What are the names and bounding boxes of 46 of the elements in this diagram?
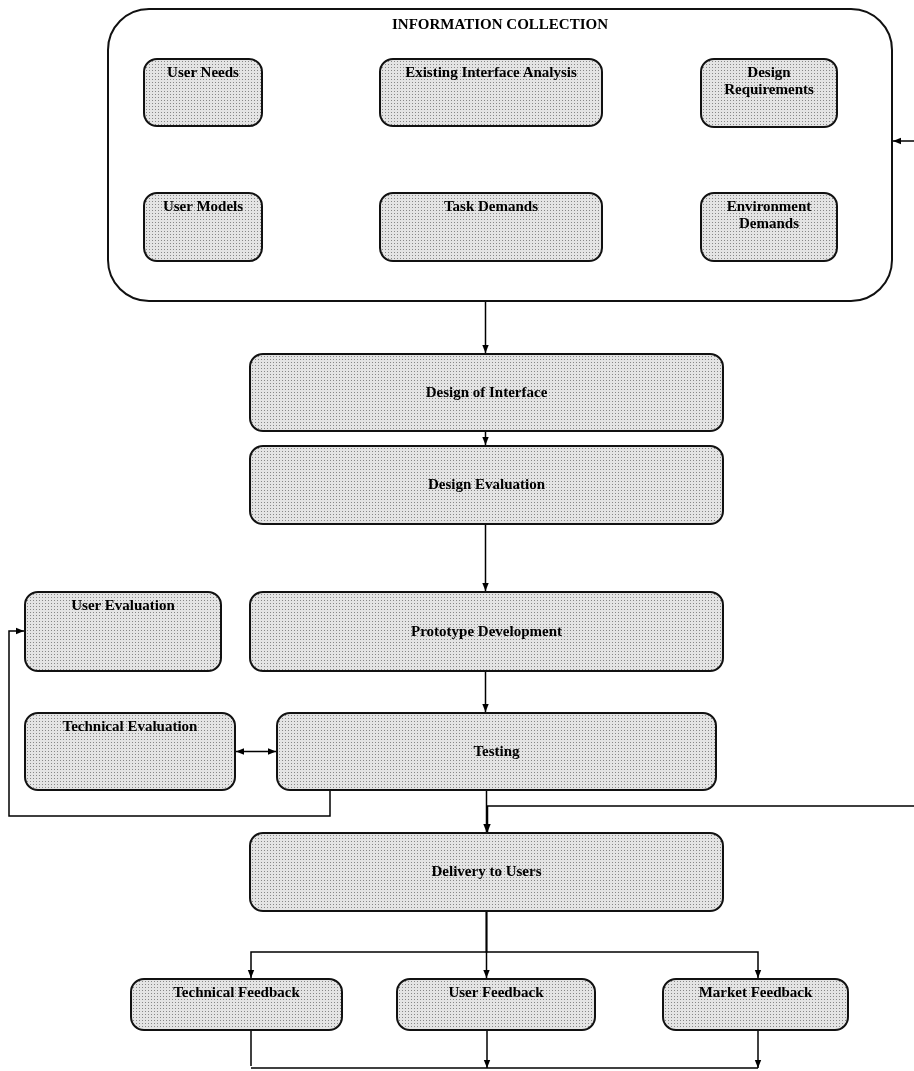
process-box xyxy=(143,192,263,262)
process-box xyxy=(249,445,724,525)
arrow xyxy=(482,431,489,446)
box-label: Testing xyxy=(472,742,521,761)
arrow xyxy=(235,748,277,755)
box-label: User Needs xyxy=(166,64,240,82)
group-box xyxy=(107,8,893,302)
box-label: Design Evaluation xyxy=(426,476,547,494)
process-box xyxy=(24,591,222,672)
process-box xyxy=(249,591,724,672)
arrow xyxy=(484,805,914,833)
box-label: Delivery to Users xyxy=(430,863,543,881)
process-box xyxy=(700,192,838,262)
box-label: Market Feedback xyxy=(697,984,814,1002)
arrow xyxy=(483,1030,491,1069)
arrow xyxy=(483,790,490,833)
process-box xyxy=(379,192,603,262)
process-box xyxy=(379,58,603,127)
arrow xyxy=(8,627,331,817)
box-label: User Models xyxy=(161,198,245,216)
box-label: Design Requirements xyxy=(723,64,815,99)
box-label: Environment Demands xyxy=(725,198,813,233)
process-box xyxy=(249,832,724,912)
arrow xyxy=(892,137,914,145)
arrow xyxy=(482,301,489,354)
process-box xyxy=(143,58,263,127)
arrow xyxy=(485,911,762,979)
process-box xyxy=(276,712,717,791)
box-label: Task Demands xyxy=(442,198,540,216)
box-label: User Evaluation xyxy=(70,597,176,615)
arrow xyxy=(482,524,489,592)
box-label: Technical Evaluation xyxy=(61,718,199,736)
process-box xyxy=(130,978,343,1031)
process-box xyxy=(249,353,724,432)
process-box xyxy=(662,978,849,1031)
box-label: Design of Interface xyxy=(424,383,549,402)
process-box xyxy=(396,978,596,1031)
box-label: User Feedback xyxy=(447,984,545,1002)
arrow xyxy=(482,671,489,713)
box-label: Existing Interface Analysis xyxy=(404,64,578,82)
arrow xyxy=(754,1030,762,1069)
group-title: INFORMATION COLLECTION xyxy=(391,16,609,34)
process-box xyxy=(700,58,838,128)
box-label: Technical Feedback xyxy=(172,984,301,1002)
box-label: Prototype Development xyxy=(410,622,563,641)
process-box xyxy=(24,712,236,791)
